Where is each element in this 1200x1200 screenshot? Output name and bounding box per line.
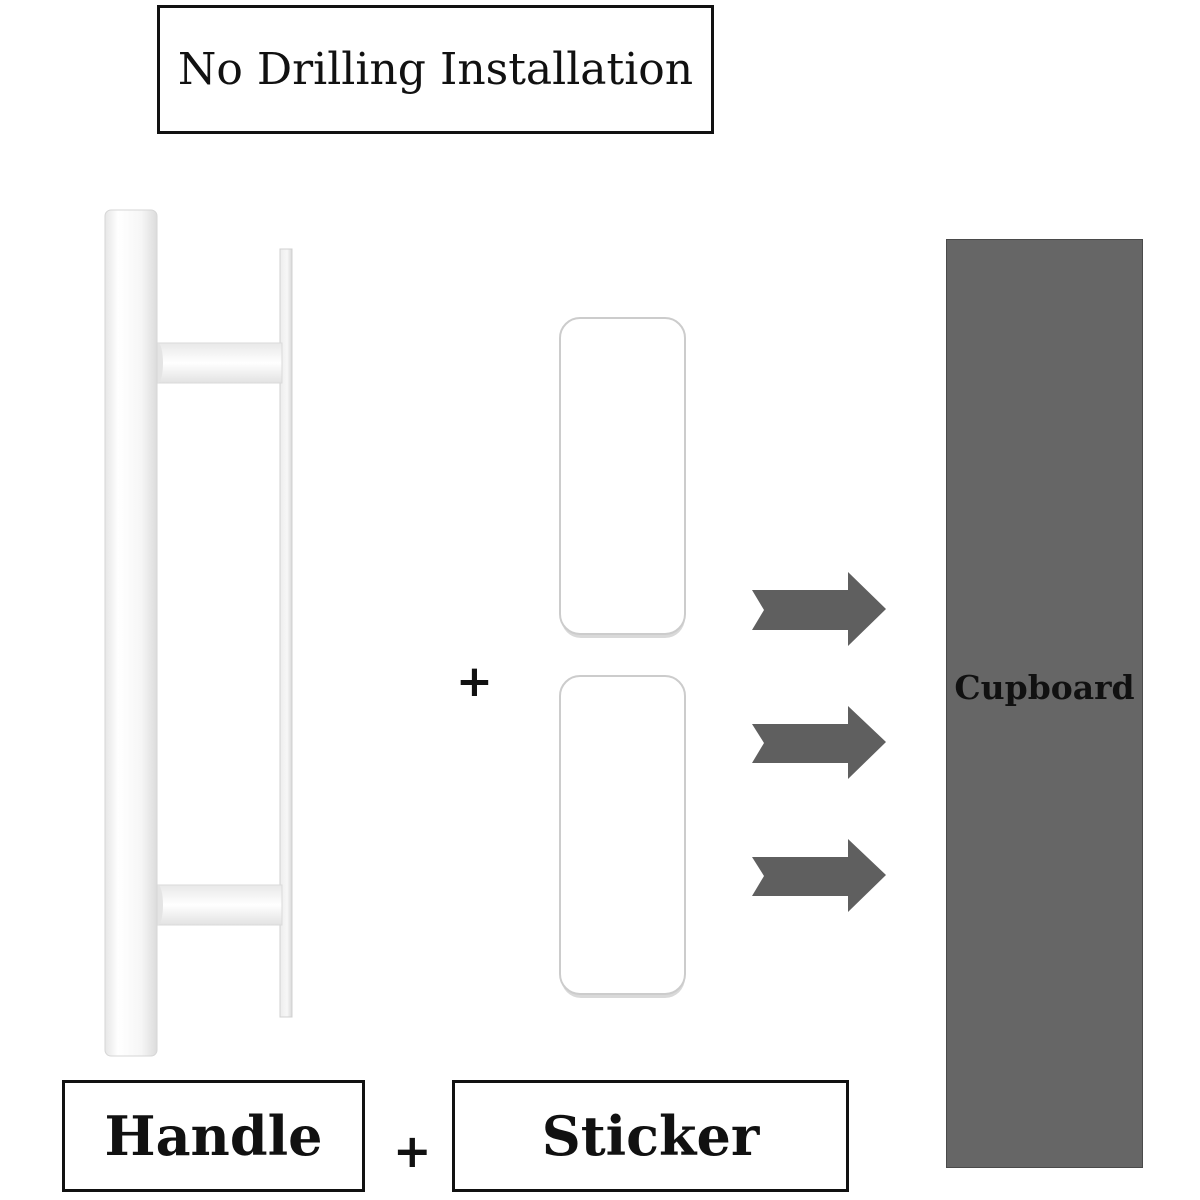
plus-sign-middle: + (456, 656, 493, 707)
right-arrow-icon (752, 572, 886, 646)
handle-label: Handle (104, 1104, 323, 1168)
plus-sign-bottom: + (393, 1124, 432, 1178)
sticker-pad-top (559, 317, 686, 638)
sticker-pad-bottom (559, 675, 686, 998)
sticker-label: Sticker (541, 1104, 760, 1168)
sticker-label-box: Sticker (452, 1080, 849, 1192)
handle-post-bottom (155, 884, 283, 926)
handle-back-plate (279, 248, 293, 1018)
right-arrow-icon (752, 706, 886, 779)
cupboard-panel: Cupboard (946, 239, 1143, 1168)
handle-bar (104, 209, 158, 1057)
page-title: No Drilling Installation (177, 44, 694, 95)
cupboard-label: Cupboard (954, 668, 1135, 707)
right-arrow-icon (752, 839, 886, 912)
title-box: No Drilling Installation (157, 5, 714, 134)
handle-label-box: Handle (62, 1080, 365, 1192)
